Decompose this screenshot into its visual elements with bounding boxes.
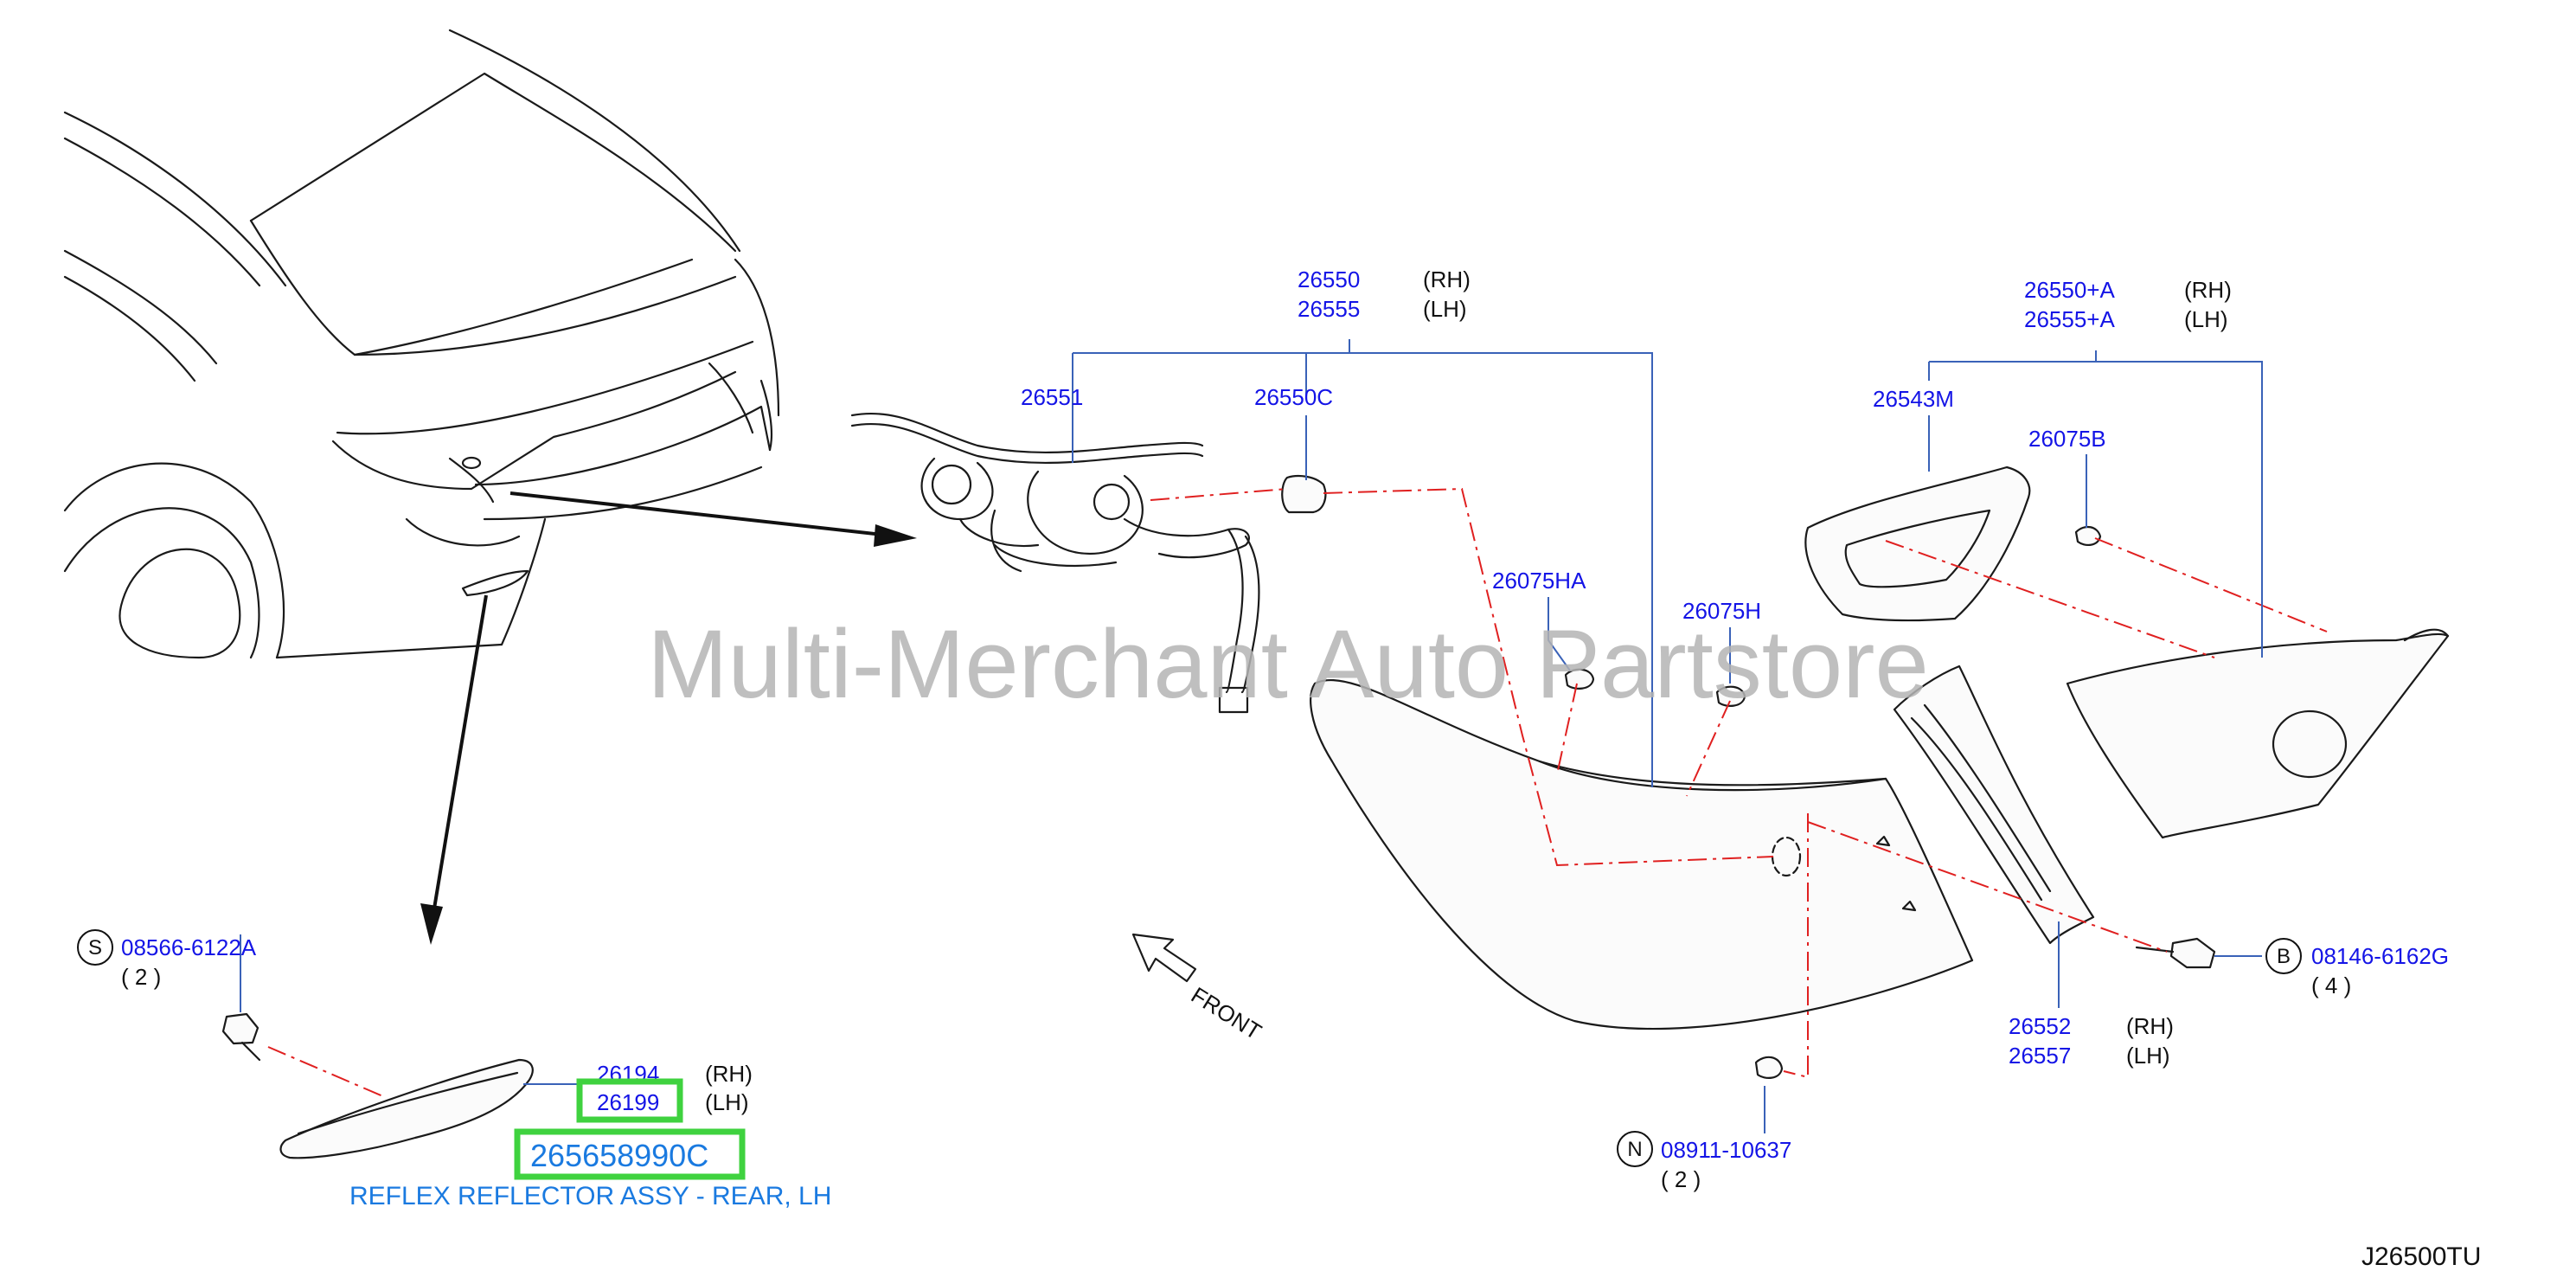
screw-number: 08566-6122A [121, 934, 257, 960]
label-grommet-h: 26075H [1682, 598, 1761, 624]
label-side-lh: (LH) [2184, 306, 2228, 332]
bolt-symbol: B [2277, 945, 2291, 968]
label-grommet-ha: 26075HA [1492, 568, 1586, 594]
front-direction-indicator: FRONT [1131, 933, 1266, 1045]
label-side-lh: (LH) [705, 1089, 749, 1115]
label-side-rh: (RH) [1423, 266, 1471, 292]
label-reflector-lh: 26199 [597, 1089, 659, 1115]
label-side-rh: (RH) [2184, 277, 2232, 303]
front-label: FRONT [1187, 982, 1266, 1045]
selected-part-info[interactable]: 265658990C REFLEX REFLECTOR ASSY - REAR,… [349, 1128, 831, 1210]
nut-number: 08911-10637 [1661, 1137, 1791, 1163]
label-gasket: 26543M [1873, 386, 1954, 412]
label-combo-rh: 26550 [1298, 266, 1360, 292]
harness-assembly [850, 412, 1260, 714]
phantom-lines [267, 487, 2328, 1098]
selected-part-number[interactable]: 265658990C [530, 1138, 708, 1173]
rear-combination-lamp [1310, 679, 1974, 1030]
label-side-rh: (RH) [705, 1061, 753, 1087]
label-bulb-socket: 26550C [1254, 384, 1333, 410]
label-inner-lh: 26555+A [2024, 306, 2115, 332]
fastener-hardware [221, 525, 2216, 1079]
screw-qty: ( 2 ) [121, 964, 161, 990]
label-combo-lh: 26555 [1298, 296, 1360, 322]
screw-symbol: S [88, 936, 102, 960]
label-side-lh: (LH) [2126, 1043, 2170, 1069]
label-harness: 26551 [1021, 384, 1083, 410]
callout-arrows [420, 491, 917, 945]
fastener-callout-screw: S 08566-6122A ( 2 ) [77, 929, 257, 990]
label-finisher-lh: 26557 [2009, 1043, 2071, 1069]
watermark: Multi-Merchant Auto Partstore [647, 610, 1928, 718]
bulb-socket-part [1281, 475, 1327, 514]
lamp-finisher [1893, 664, 2095, 945]
label-inner-rh: 26550+A [2024, 277, 2115, 303]
label-side-rh: (RH) [2126, 1013, 2174, 1039]
nut-qty: ( 2 ) [1661, 1166, 1701, 1192]
selected-part-highlight [514, 1128, 746, 1180]
nut-symbol: N [1627, 1138, 1642, 1161]
label-side-lh: (LH) [1423, 296, 1467, 322]
selected-part-description[interactable]: REFLEX REFLECTOR ASSY - REAR, LH [349, 1182, 831, 1210]
lamp-gasket [1804, 465, 2031, 622]
leader-lines [240, 339, 2263, 1133]
inner-lamp [2066, 628, 2450, 839]
bolt-qty: ( 4 ) [2311, 973, 2351, 998]
fastener-callout-nut: N 08911-10637 ( 2 ) [1617, 1131, 1791, 1192]
vehicle-rear-illustration [63, 29, 780, 659]
diagram-code: J26500TU [2361, 1242, 2481, 1271]
reflex-reflector-part [279, 1058, 534, 1159]
label-nut-b: 26075B [2028, 426, 2106, 452]
reflector-lh-highlight [576, 1078, 683, 1123]
bolt-number: 08146-6162G [2311, 943, 2449, 969]
fastener-callout-bolt: B 08146-6162G ( 4 ) [2265, 938, 2449, 998]
label-finisher-rh: 26552 [2009, 1013, 2071, 1039]
callout-labels: 26550 (RH) 26555 (LH) 26551 26550C 26550… [576, 266, 2232, 1123]
